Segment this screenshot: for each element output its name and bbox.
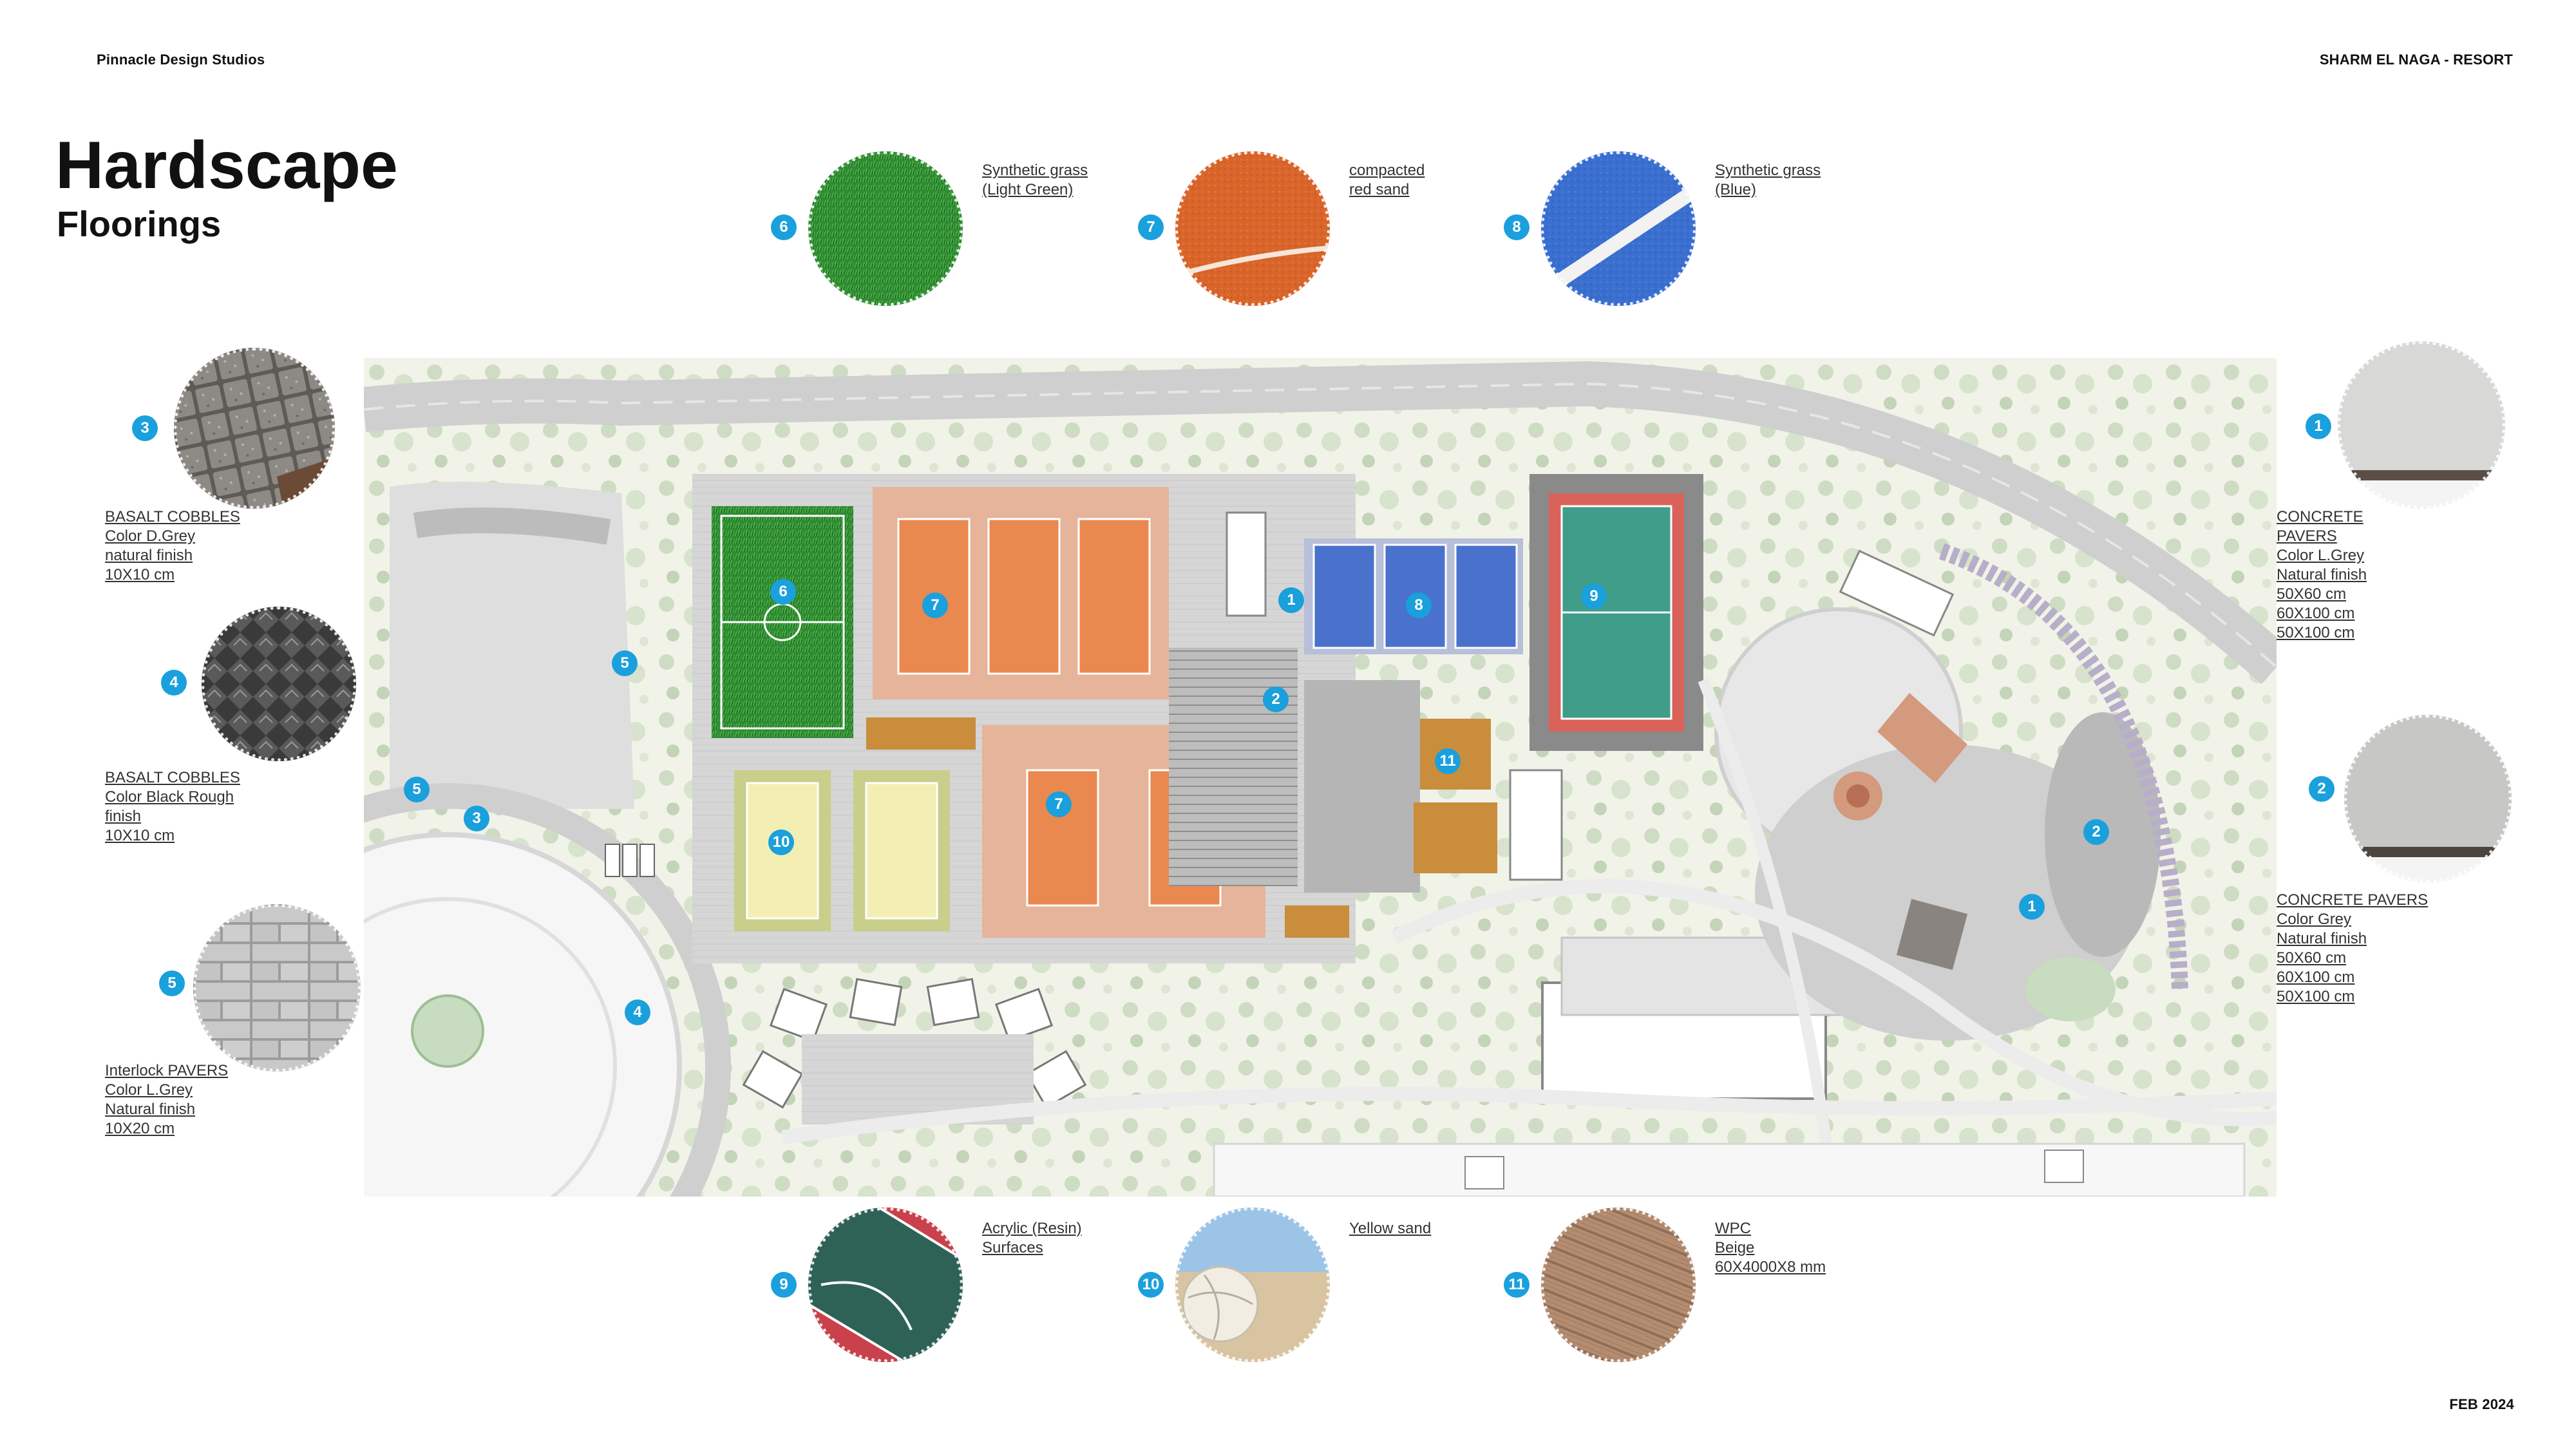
material-badge-5: 5 — [159, 971, 185, 996]
material-badge-11: 11 — [1504, 1272, 1530, 1298]
parking-lot — [390, 482, 634, 809]
material-badge-3: 3 — [132, 415, 158, 441]
date-label: FEB 2024 — [2449, 1396, 2514, 1412]
plan-marker-7b: 7 — [1046, 791, 1072, 817]
plan-marker-5b: 5 — [404, 777, 430, 802]
material-label-9: Acrylic (Resin) Surfaces — [982, 1220, 1082, 1256]
wpc-deck-texture-icon — [1541, 1208, 1696, 1362]
building-small — [1226, 511, 1267, 617]
material-badge-4: 4 — [161, 670, 187, 696]
basalt-cobbles-texture-icon — [174, 348, 335, 509]
synthetic-grass-blue-texture-icon — [1541, 151, 1696, 306]
plan-marker-11: 11 — [1435, 748, 1461, 774]
material-badge-10: 10 — [1138, 1272, 1164, 1298]
grandstand — [1169, 648, 1298, 886]
interlock-pavers-texture-icon — [193, 904, 361, 1072]
plan-marker-8: 8 — [1406, 592, 1432, 618]
wpc-deck-small — [1285, 905, 1349, 938]
yellow-sand-volleyball-icon — [1175, 1208, 1330, 1362]
plan-marker-1b: 1 — [2019, 894, 2045, 920]
synthetic-grass-green-texture-icon — [808, 151, 963, 306]
project-name: SHARM EL NAGA - RESORT — [2319, 52, 2513, 68]
material-badge-1: 1 — [2306, 413, 2331, 439]
page-title: Hardscape — [55, 128, 398, 203]
acrylic-court-texture-icon — [808, 1208, 963, 1362]
plan-marker-2a: 2 — [1263, 687, 1289, 712]
site-plan: 1 1 2 2 3 4 5 5 6 7 7 8 9 10 11 — [164, 358, 2292, 1350]
concrete-grey-texture-icon — [2344, 715, 2512, 882]
plan-marker-6: 6 — [770, 579, 796, 605]
pavilions — [742, 978, 1087, 1109]
plan-marker-1a: 1 — [1278, 587, 1304, 613]
plan-marker-7a: 7 — [922, 592, 948, 618]
wpc-deck-strip — [866, 717, 976, 750]
material-badge-7: 7 — [1138, 214, 1164, 240]
plan-marker-9: 9 — [1581, 583, 1607, 609]
material-label-10: Yellow sand — [1349, 1220, 1432, 1237]
plan-marker-10: 10 — [768, 829, 794, 855]
concrete-light-texture-icon — [2338, 341, 2505, 509]
material-label-8: Synthetic grass(Blue) — [1715, 162, 1821, 198]
studio-name: Pinnacle Design Studios — [97, 52, 265, 68]
material-badge-2: 2 — [2309, 776, 2334, 802]
material-badge-9: 9 — [771, 1272, 797, 1298]
basalt-black-texture-icon — [202, 607, 356, 761]
page-subtitle: Floorings — [57, 204, 222, 244]
red-sand-texture-icon — [1175, 151, 1330, 306]
material-label-6: Synthetic grass(Light Green) — [982, 162, 1088, 198]
material-label-7: compacted red sand — [1349, 162, 1425, 198]
plan-marker-4: 4 — [625, 999, 650, 1025]
material-badge-8: 8 — [1504, 214, 1530, 240]
plan-marker-5a: 5 — [612, 650, 638, 676]
material-badge-6: 6 — [771, 214, 797, 240]
plan-marker-2b: 2 — [2083, 819, 2109, 845]
plan-marker-3: 3 — [464, 806, 489, 831]
